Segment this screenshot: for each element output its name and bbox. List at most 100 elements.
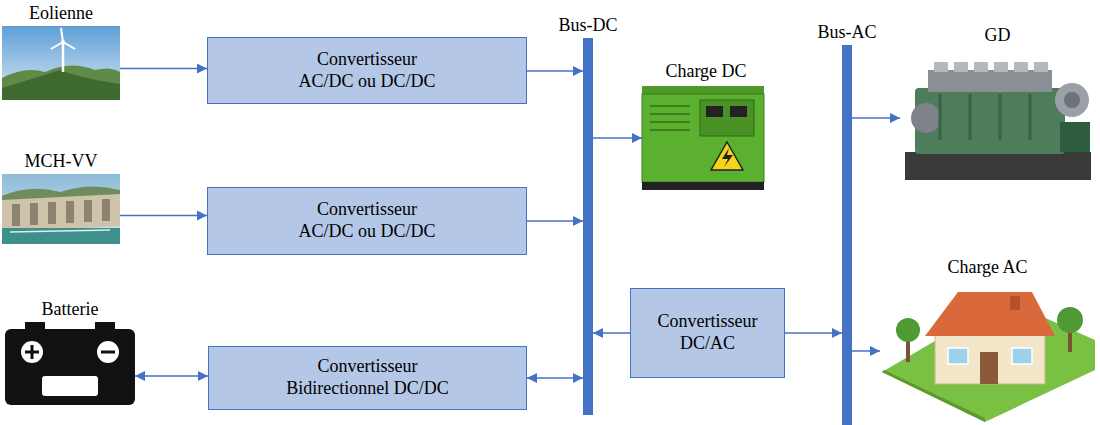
- cylinder: [934, 62, 948, 72]
- turbine-blade: [51, 42, 63, 49]
- flow-arrow: [785, 332, 842, 334]
- turbine-tower: [62, 42, 65, 72]
- tree-crown: [1057, 307, 1083, 333]
- control-panel: [700, 100, 754, 136]
- mountain-front: [2, 70, 120, 100]
- flow-arrow: [527, 70, 583, 72]
- box-label: Convertisseur DC/AC: [646, 311, 770, 354]
- lightning-bolt: [722, 148, 733, 167]
- hydro-node: MCH-VV: [2, 174, 120, 244]
- dam-gate: [66, 201, 74, 223]
- dam-gate: [48, 202, 56, 224]
- flow-arrow: [120, 68, 207, 70]
- box-label: Convertisseur AC/DC ou DC/DC: [292, 49, 442, 92]
- house-window: [948, 348, 968, 364]
- tree-trunk: [1068, 330, 1072, 352]
- sky: [2, 174, 120, 244]
- diesel-generator: [905, 62, 1091, 180]
- bidirectional-converter-box: Convertisseur Bidirectionnel DC/DC: [208, 346, 527, 410]
- generator-node: GD: [900, 48, 1095, 188]
- sky: [2, 26, 120, 100]
- house-window: [1012, 348, 1032, 364]
- dc-load-cabinet: [642, 86, 764, 190]
- cabinet-body: [642, 94, 764, 182]
- node-heading: MCH-VV: [24, 151, 97, 172]
- cylinder: [954, 62, 968, 72]
- engine-ribs: [940, 94, 1030, 140]
- cylinder: [1014, 62, 1028, 72]
- box-label: Convertisseur AC/DC ou DC/DC: [292, 199, 442, 242]
- alternator: [1060, 122, 1090, 152]
- house-roof: [925, 292, 1055, 336]
- flow-arrow: [593, 137, 642, 139]
- flow-arrow: [852, 117, 900, 119]
- house-load: [882, 292, 1095, 422]
- tree-trunk: [906, 340, 910, 362]
- node-heading: Charge AC: [947, 257, 1027, 278]
- minus-sign: [101, 351, 115, 354]
- dam-gate: [102, 199, 110, 221]
- cabinet-vents: [650, 106, 690, 130]
- panel-screen: [730, 106, 747, 117]
- house-wall: [935, 334, 1045, 384]
- plus-circle: [21, 341, 43, 363]
- turbine-blade: [63, 42, 75, 49]
- inverter-box: Convertisseur DC/AC: [630, 288, 785, 378]
- mountain: [2, 65, 120, 100]
- generator-skid: [905, 152, 1091, 180]
- box-label: Convertisseur Bidirectionnel DC/DC: [282, 356, 454, 399]
- tree-crown: [896, 318, 920, 342]
- dam-wall: [2, 194, 120, 232]
- dam-gate: [30, 203, 38, 225]
- battery-window: [42, 376, 98, 396]
- warning-sign: [711, 142, 743, 170]
- ac-bus-bar: Bus-AC: [842, 45, 852, 425]
- panel-screen: [706, 106, 723, 117]
- converter-box: Convertisseur AC/DC ou DC/DC: [207, 187, 527, 255]
- flywheel: [911, 103, 941, 133]
- battery-body: [5, 329, 135, 405]
- wind-turbine-photo: [2, 26, 120, 100]
- cylinder: [974, 62, 988, 72]
- node-heading: GD: [985, 25, 1011, 46]
- cylinder: [1034, 62, 1048, 72]
- cabinet-top: [642, 86, 764, 94]
- cylinder-heads: [928, 70, 1052, 92]
- turbine-hub: [61, 40, 65, 44]
- cabinet-base: [642, 182, 764, 190]
- node-heading: Charge DC: [665, 61, 746, 82]
- cylinder: [994, 62, 1008, 72]
- flow-arrow: [527, 220, 583, 222]
- dc-bus-bar: Bus-DC: [583, 38, 593, 415]
- node-heading: Eolienne: [29, 3, 93, 24]
- dc-load-node: Charge DC: [642, 84, 770, 192]
- minus-circle: [97, 341, 119, 363]
- battery-icon: [5, 322, 135, 405]
- flow-arrow: [135, 375, 208, 377]
- battery-node: Batterie: [5, 322, 135, 406]
- house-door: [980, 352, 998, 384]
- flow-arrow: [120, 215, 207, 217]
- ac-load-node: Charge AC: [880, 280, 1095, 422]
- chimney: [1010, 296, 1020, 310]
- converter-box: Convertisseur AC/DC ou DC/DC: [207, 37, 527, 104]
- flow-arrow: [852, 350, 880, 352]
- node-heading: Bus-AC: [817, 22, 876, 43]
- turbine-blade: [61, 28, 63, 42]
- node-heading: Bus-DC: [558, 15, 617, 36]
- wind-turbine-node: Eolienne: [2, 26, 120, 100]
- turbocharger-core: [1064, 92, 1080, 108]
- flow-arrow: [527, 377, 583, 379]
- water-foam: [10, 230, 110, 232]
- hydro-dam-photo: [2, 174, 120, 244]
- dam-gate: [84, 200, 92, 222]
- flow-arrow: [593, 332, 630, 334]
- node-heading: Batterie: [42, 299, 99, 320]
- water: [2, 228, 120, 244]
- turbocharger: [1055, 83, 1089, 117]
- plus-sign: [25, 345, 39, 359]
- dam-gate: [12, 204, 20, 226]
